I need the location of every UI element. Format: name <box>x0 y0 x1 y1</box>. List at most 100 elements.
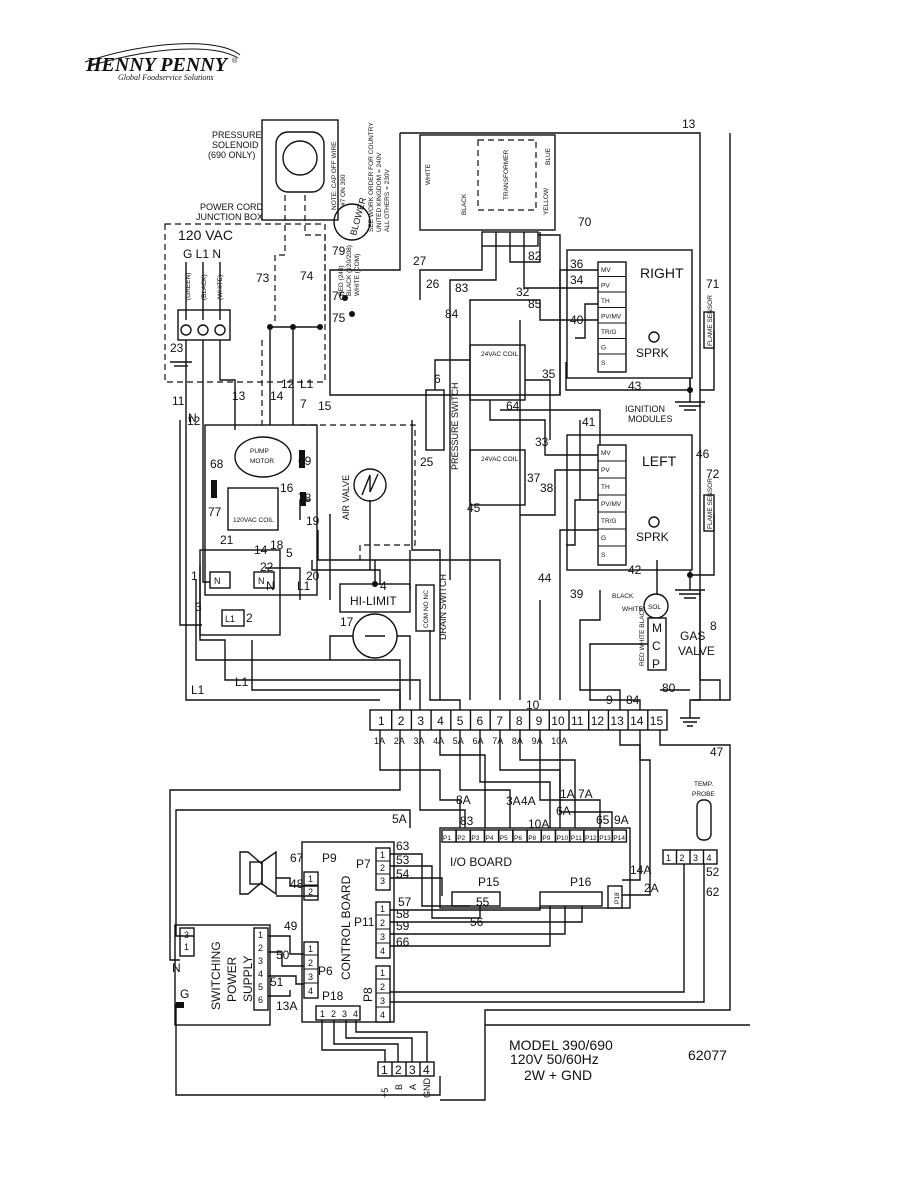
psu-left-pin-1: 1 <box>184 942 189 952</box>
io-pin-P10: P10 <box>557 835 569 842</box>
solenoid-label-1: PRESSURE <box>212 130 262 140</box>
wire-number-80: 80 <box>662 681 676 695</box>
probe-label-1: TEMP. <box>694 781 713 788</box>
wire-number-59: 59 <box>396 919 410 933</box>
model-label: MODEL 390/690 <box>509 1037 613 1053</box>
wire-number-20: 20 <box>306 569 320 583</box>
wire-number-1: 1 <box>191 569 198 583</box>
gv-pin-c: C <box>652 639 661 653</box>
wire-number-66: 66 <box>396 935 410 949</box>
coil-24-upper-label: 24VAC COIL <box>481 351 518 358</box>
wire-number-6: 6 <box>434 372 441 386</box>
wire-number-51: 51 <box>270 975 284 989</box>
wire-number-19: 19 <box>306 514 320 528</box>
logo-mark: ® <box>232 57 238 65</box>
wire-number-33: 33 <box>535 435 549 449</box>
gv-pin-p: P <box>652 657 660 671</box>
p6-pin-3: 3 <box>308 972 313 982</box>
cord-green: (GREEN) <box>185 273 192 300</box>
wire-number-77: 77 <box>208 505 222 519</box>
switching-power-supply: SWITCHING POWER SUPPLY G <box>174 924 271 1026</box>
wire-number-48: 48 <box>290 877 304 891</box>
psu-right-pin-4: 4 <box>258 969 263 979</box>
strip-under-2A: 2A <box>394 736 405 746</box>
psu-right-pin-1: 1 <box>258 930 263 940</box>
p11-label: P11 <box>354 915 375 929</box>
psu-left-pin-3: 3 <box>184 930 189 940</box>
wiring-lines <box>169 132 731 1096</box>
wire-number-39: 39 <box>570 587 584 601</box>
country-note-1: SEE WORK ORDER FOR COUNTRY <box>368 122 375 232</box>
gv-black: BLACK <box>612 593 634 600</box>
conn-b: B <box>394 1084 404 1090</box>
wire-number-64: 64 <box>506 399 520 413</box>
terminal-7: 7 <box>496 714 503 728</box>
wire-number-84: 84 <box>626 693 640 707</box>
wire-number-25: 25 <box>420 455 434 469</box>
wire-number-15: 15 <box>318 399 332 413</box>
relay-l1: L1 <box>225 614 235 624</box>
wire-number-N: N <box>266 579 275 593</box>
wire-number-40: 40 <box>570 313 584 327</box>
wire-number-65: 65 <box>596 813 610 827</box>
p18-pin-3: 3 <box>342 1009 347 1019</box>
wire-number-67: 67 <box>290 851 304 865</box>
wire-number-10: 10 <box>526 698 540 712</box>
wire-number-73: 73 <box>256 271 270 285</box>
wire-number-34: 34 <box>570 273 584 287</box>
terminal-strip <box>369 709 668 731</box>
left-module-pin-5: G <box>601 535 606 542</box>
wire-number-12: 12 <box>281 377 295 391</box>
io-pin-P12: P12 <box>585 835 597 842</box>
logo-tagline: Global Foodservice Solutions <box>118 73 214 82</box>
relay-n-1: N <box>214 576 221 586</box>
terminal-3: 3 <box>417 714 424 728</box>
terminal-12: 12 <box>591 714 605 728</box>
wire-number-L1: L1 <box>300 377 314 391</box>
psu-right-pin-2: 2 <box>258 943 263 953</box>
wire-number-56: 56 <box>470 915 484 929</box>
wire-number-4: 4 <box>380 579 387 593</box>
io-pin-P9: P9 <box>542 835 550 842</box>
p9-label: P9 <box>322 851 337 865</box>
country-note-3: ALL OTHERS = 230V <box>384 169 391 232</box>
power-cord-junction-box: POWER CORD JUNCTION BOX 120 VAC G L1 N (… <box>164 202 326 383</box>
junction-label-1: POWER CORD <box>200 202 264 212</box>
io-board-label: I/O BOARD <box>450 855 512 869</box>
wire-number-3: 3 <box>195 600 202 614</box>
io-pin-P2: P2 <box>457 835 465 842</box>
wire-number-75: 75 <box>332 311 346 325</box>
wire-number-17: 17 <box>340 615 354 629</box>
gas-valve-label-1: GAS <box>680 629 705 643</box>
terminal-14: 14 <box>630 714 644 728</box>
wire-number-83: 83 <box>455 281 469 295</box>
air-valve-label: AIR VALVE <box>341 475 351 520</box>
blower-wire-1: RED (240) <box>338 265 345 296</box>
io-pin-P11: P11 <box>571 835 582 842</box>
wire-number-53: 53 <box>396 853 410 867</box>
p6-pin-4: 4 <box>308 986 313 996</box>
cord-black: (BLACK) <box>201 274 208 300</box>
p7-pin-1: 1 <box>380 850 385 860</box>
left-module-pin-3: PV/MV <box>601 501 622 508</box>
wire-number-18: 18 <box>270 538 284 552</box>
ignition-label-1: IGNITION <box>625 404 665 414</box>
p18-pin-4: 4 <box>353 1009 358 1019</box>
gas-valve: SOL M C P GAS VALVE BLACK WHITE RED WHIT… <box>612 593 715 671</box>
p8-pin-1: 1 <box>380 968 385 978</box>
coil-24-lower-label: 24VAC COIL <box>481 456 518 463</box>
wire-number-50: 50 <box>276 948 290 962</box>
wire-number-13: 13 <box>682 117 696 131</box>
drain-contacts: COM NO NC <box>423 590 430 628</box>
strip-under-7A: 7A <box>492 736 503 746</box>
conn-a: A <box>408 1084 418 1090</box>
power-label: 120V 50/60Hz <box>510 1051 599 1067</box>
strip-under-3A: 3A <box>413 736 424 746</box>
junction-label-2: JUNCTION BOX <box>196 212 263 222</box>
p15-label: P15 <box>478 875 500 889</box>
xfmr-black: BLACK <box>461 193 468 215</box>
